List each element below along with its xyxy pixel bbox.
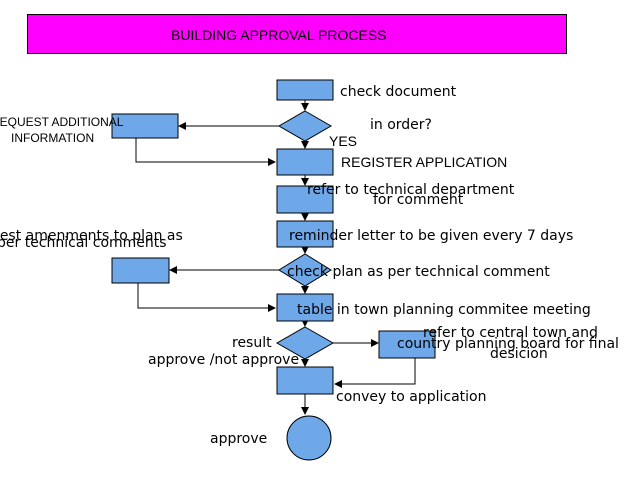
request-amend-label-1: request amenments to plan as bbox=[0, 228, 183, 244]
title-banner: BUILDING APPROVAL PROCESS bbox=[27, 14, 567, 54]
result-decision bbox=[275, 326, 335, 360]
refer-technical-label-2: for comment bbox=[373, 192, 464, 208]
arrow-amend-to-table bbox=[137, 283, 276, 312]
refer-central-box bbox=[378, 330, 436, 359]
check-document-box bbox=[276, 79, 334, 101]
yes-label: YES bbox=[329, 133, 357, 149]
check-document-label: check document bbox=[340, 84, 457, 100]
in-order-label: in order? bbox=[370, 117, 432, 133]
register-box bbox=[276, 148, 334, 176]
check-plan-label: check plan as per technical comment bbox=[287, 264, 550, 280]
table-meeting-box bbox=[276, 293, 334, 322]
request-info-label-2: INFORMATION bbox=[11, 131, 94, 145]
refer-central-label-2: country planning board for final bbox=[397, 336, 619, 352]
request-info-label-1: REQUEST ADDITIONAL bbox=[0, 115, 124, 129]
request-amend-box bbox=[111, 257, 170, 284]
approve-terminal bbox=[286, 415, 332, 461]
refer-technical-label-1: refer to technical department bbox=[307, 182, 515, 198]
refer-central-label-3: desicion bbox=[490, 346, 548, 362]
refer-technical-box bbox=[276, 185, 334, 214]
approve-not-approve-label: approve /not approve bbox=[148, 352, 299, 368]
approve-label: approve bbox=[210, 431, 267, 447]
register-label: REGISTER APPLICATION bbox=[341, 154, 507, 170]
table-meeting-label: table in town planning commitee meeting bbox=[297, 302, 591, 318]
reminder-box bbox=[276, 220, 334, 248]
page-title: BUILDING APPROVAL PROCESS bbox=[171, 27, 387, 43]
convey-box bbox=[276, 366, 334, 395]
arrow-central-to-convey bbox=[334, 358, 416, 388]
request-amend-label-2: per technical comments bbox=[0, 235, 167, 251]
result-label: result bbox=[232, 335, 272, 351]
request-info-box bbox=[111, 113, 179, 139]
convey-label: convey to application bbox=[336, 389, 487, 405]
check-plan-decision bbox=[278, 253, 332, 287]
in-order-decision bbox=[277, 110, 333, 142]
refer-central-label-1: refer to central town and bbox=[423, 325, 598, 341]
arrow-request-to-register bbox=[135, 138, 276, 166]
reminder-label: reminder letter to be given every 7 days bbox=[289, 228, 573, 244]
